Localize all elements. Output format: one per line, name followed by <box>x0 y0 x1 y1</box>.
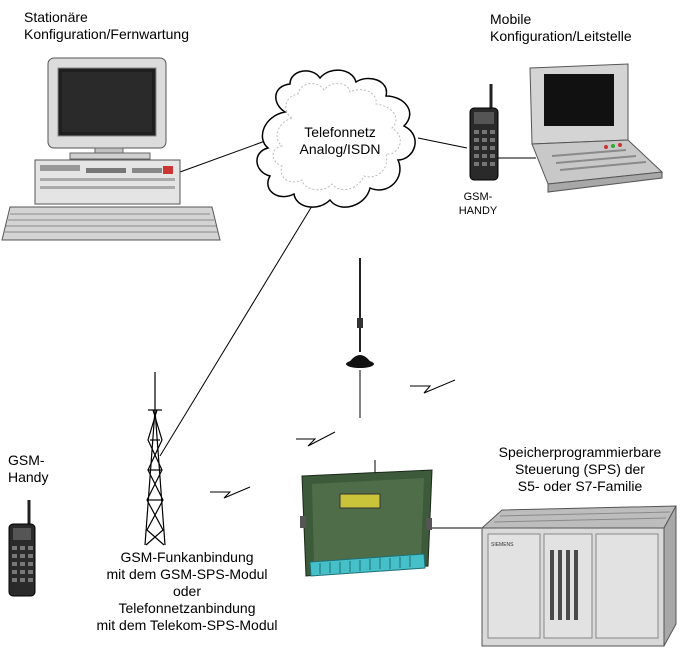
network-tower-line <box>159 205 313 457</box>
pc-network-line <box>179 139 269 173</box>
plc-label-line1: Speicherprogrammierbare <box>498 444 662 460</box>
gsm-handy-top-line1: GSM- <box>463 191 493 203</box>
gsm-handy-top-line2: HANDY <box>458 205 498 217</box>
gsm-handy-top-icon <box>469 84 499 181</box>
connections <box>159 137 536 529</box>
stationary-label-line1: Stationäre <box>24 9 88 25</box>
mobile-label-line2: Konfiguration/Leitstelle <box>490 28 632 44</box>
mobile-config-label: Mobile Konfiguration/Leitstelle <box>490 11 632 45</box>
laptop-icon <box>529 63 664 193</box>
radio-zigzag-left <box>210 486 251 499</box>
gsm-handy-top-label: GSM- HANDY <box>454 190 502 218</box>
antenna-icon <box>346 258 374 368</box>
gsm-handy-left-icon <box>8 500 36 597</box>
link-label-line3: oder <box>172 583 202 599</box>
plc-brand-label: SIEMENS <box>491 542 514 548</box>
network-phone-line <box>417 137 468 149</box>
radio-links <box>210 379 456 499</box>
sps-module-icon <box>300 469 433 577</box>
plc-label-line2: Steuerung (SPS) der <box>515 461 645 477</box>
radio-tower-icon <box>144 372 166 546</box>
link-label-line4: Telefonnetzanbindung <box>118 600 256 616</box>
stationary-label-line2: Konfiguration/Fernwartung <box>24 26 189 42</box>
stationary-config-label: Stationäre Konfiguration/Fernwartung <box>24 9 189 43</box>
link-label-line2: mit dem GSM-SPS-Modul <box>106 566 268 582</box>
network-label-line2: Analog/ISDN <box>299 141 381 157</box>
gsm-handy-left-line2: Handy <box>8 469 49 485</box>
plc-label: Speicherprogrammierbare Steuerung (SPS) … <box>480 444 680 495</box>
plc-icon: SIEMENS <box>480 505 677 647</box>
gsm-handy-left-label: GSM- Handy <box>8 452 48 486</box>
radio-zigzag-top <box>410 379 456 394</box>
gsm-handy-left-line1: GSM- <box>8 452 45 468</box>
network-cloud-icon <box>256 69 416 208</box>
link-label-line1: GSM-Funkanbindung <box>120 549 254 565</box>
mobile-label-line1: Mobile <box>490 11 532 27</box>
link-label-line5: mit dem Telekom-SPS-Modul <box>96 617 278 633</box>
desktop-pc-icon <box>1 57 221 241</box>
radio-zigzag-mid <box>296 431 336 447</box>
link-description-label: GSM-Funkanbindung mit dem GSM-SPS-Modul … <box>72 549 302 634</box>
network-label: Telefonnetz Analog/ISDN <box>290 124 390 158</box>
network-label-line1: Telefonnetz <box>304 124 376 140</box>
plc-label-line3: S5- oder S7-Familie <box>517 478 643 494</box>
